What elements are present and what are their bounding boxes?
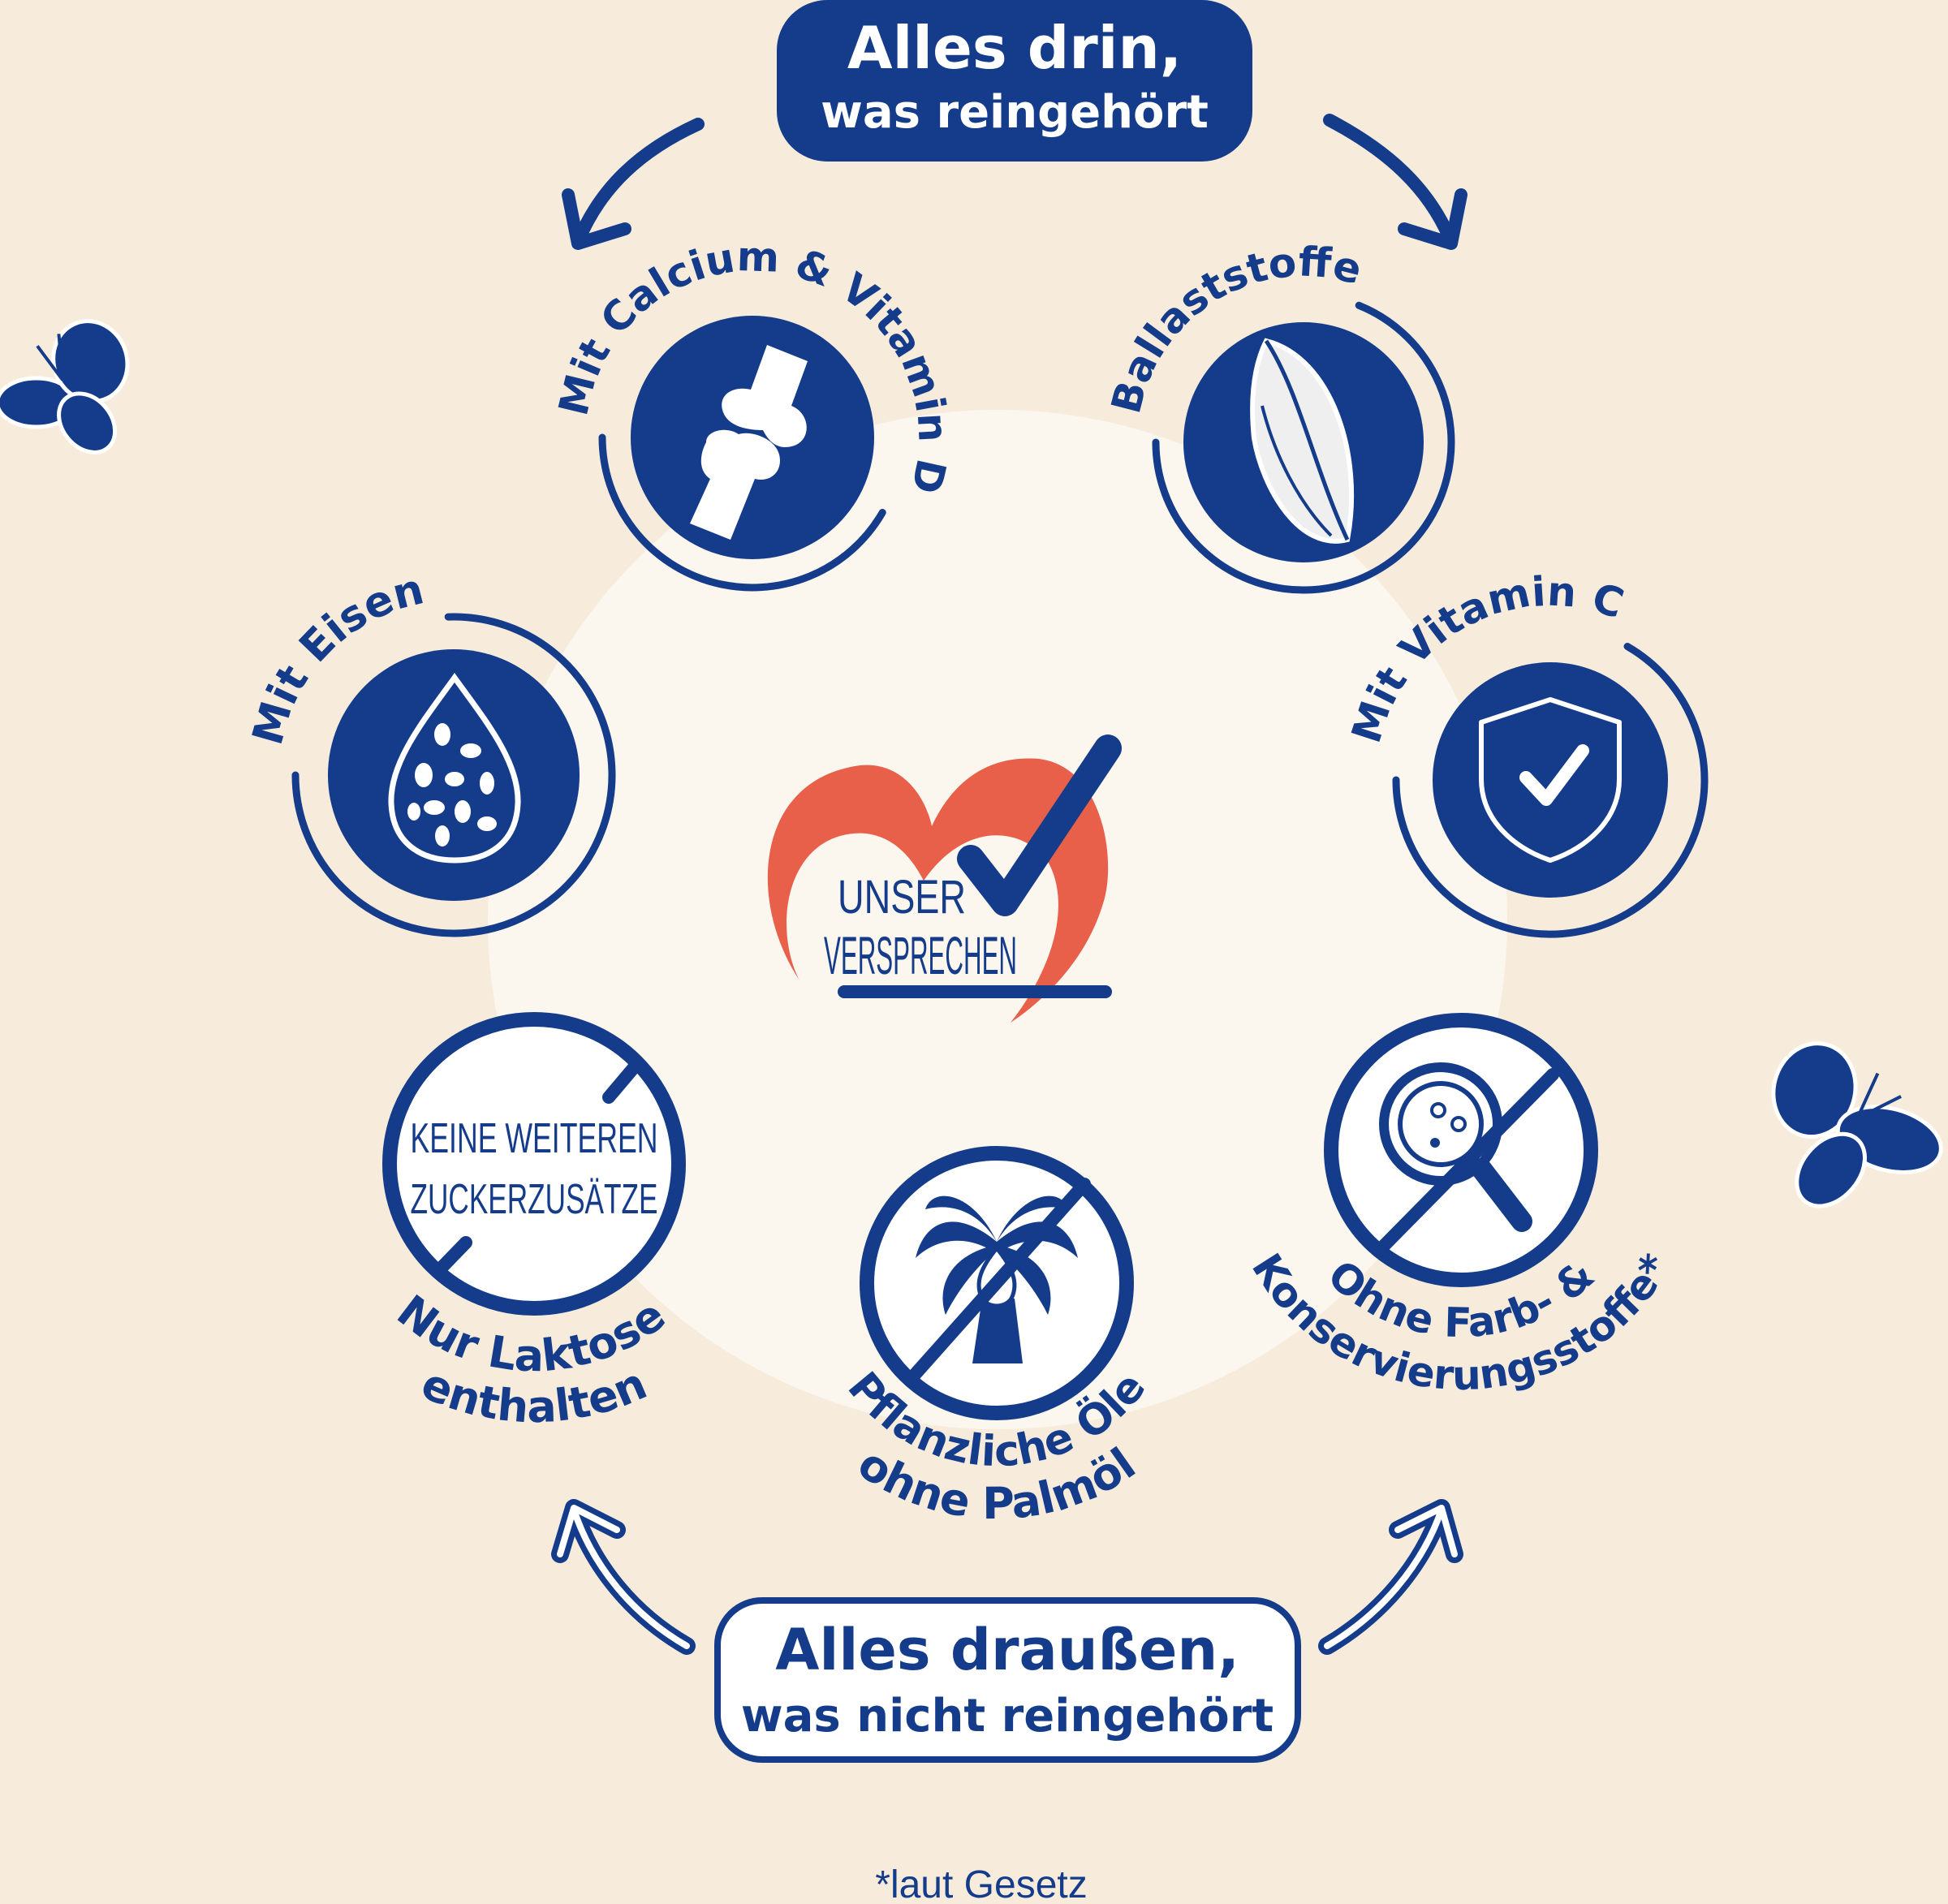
sugar-sign-line1: KEINE WEITEREN xyxy=(411,1115,658,1162)
butterfly-icon xyxy=(0,319,130,454)
arrow-down-right-icon xyxy=(1323,114,1467,250)
butterfly-icon xyxy=(1771,1041,1943,1208)
sugar-sign-line2: ZUCKERZUSÄTZE xyxy=(411,1176,658,1223)
bone-joint-icon xyxy=(690,345,808,540)
excluded-palm-oil: Pflanzliche Öle ohne Palmöl xyxy=(838,1146,1155,1529)
bottom-banner-subtitle: was nicht reingehört xyxy=(741,1690,1274,1742)
no-palm-oil-icon xyxy=(916,1195,1078,1363)
logo-line1: UNSER xyxy=(838,871,966,924)
ring-arc xyxy=(1392,643,1709,938)
logo-line2: VERSPRECHEN xyxy=(824,925,1017,985)
top-banner-subtitle: was reingehört xyxy=(821,86,1209,139)
iron-drop-icon xyxy=(388,673,521,864)
arrow-down-left-icon xyxy=(562,118,705,250)
ring-arc xyxy=(1152,301,1455,594)
checkmark-icon xyxy=(957,734,1122,916)
bottom-banner: Alles draußen, was nicht reingehört xyxy=(714,1597,1301,1763)
bottom-banner-title: Alles draußen, xyxy=(775,1617,1239,1683)
included-fiber: Ballaststoffe xyxy=(1102,238,1455,594)
center-disc xyxy=(488,410,1507,1429)
ring-arc xyxy=(598,433,886,592)
unser-versprechen-logo: UNSER VERSPRECHEN xyxy=(767,734,1122,1023)
arrow-up-right-icon xyxy=(1318,1499,1463,1655)
ring-arc xyxy=(291,613,616,937)
almond-fiber-icon xyxy=(1250,338,1355,544)
shield-check-icon xyxy=(1479,697,1622,863)
top-banner-title: Alles drin, xyxy=(847,14,1182,82)
top-banner: Alles drin, was reingehört xyxy=(777,0,1252,162)
excluded-sugar: KEINE WEITEREN ZUCKERZUSÄTZE Nur Laktose… xyxy=(382,1012,686,1432)
footnote: *laut Gesetz xyxy=(875,1863,1087,1904)
heart-icon xyxy=(767,758,1109,1023)
arrow-up-left-icon xyxy=(551,1499,696,1655)
